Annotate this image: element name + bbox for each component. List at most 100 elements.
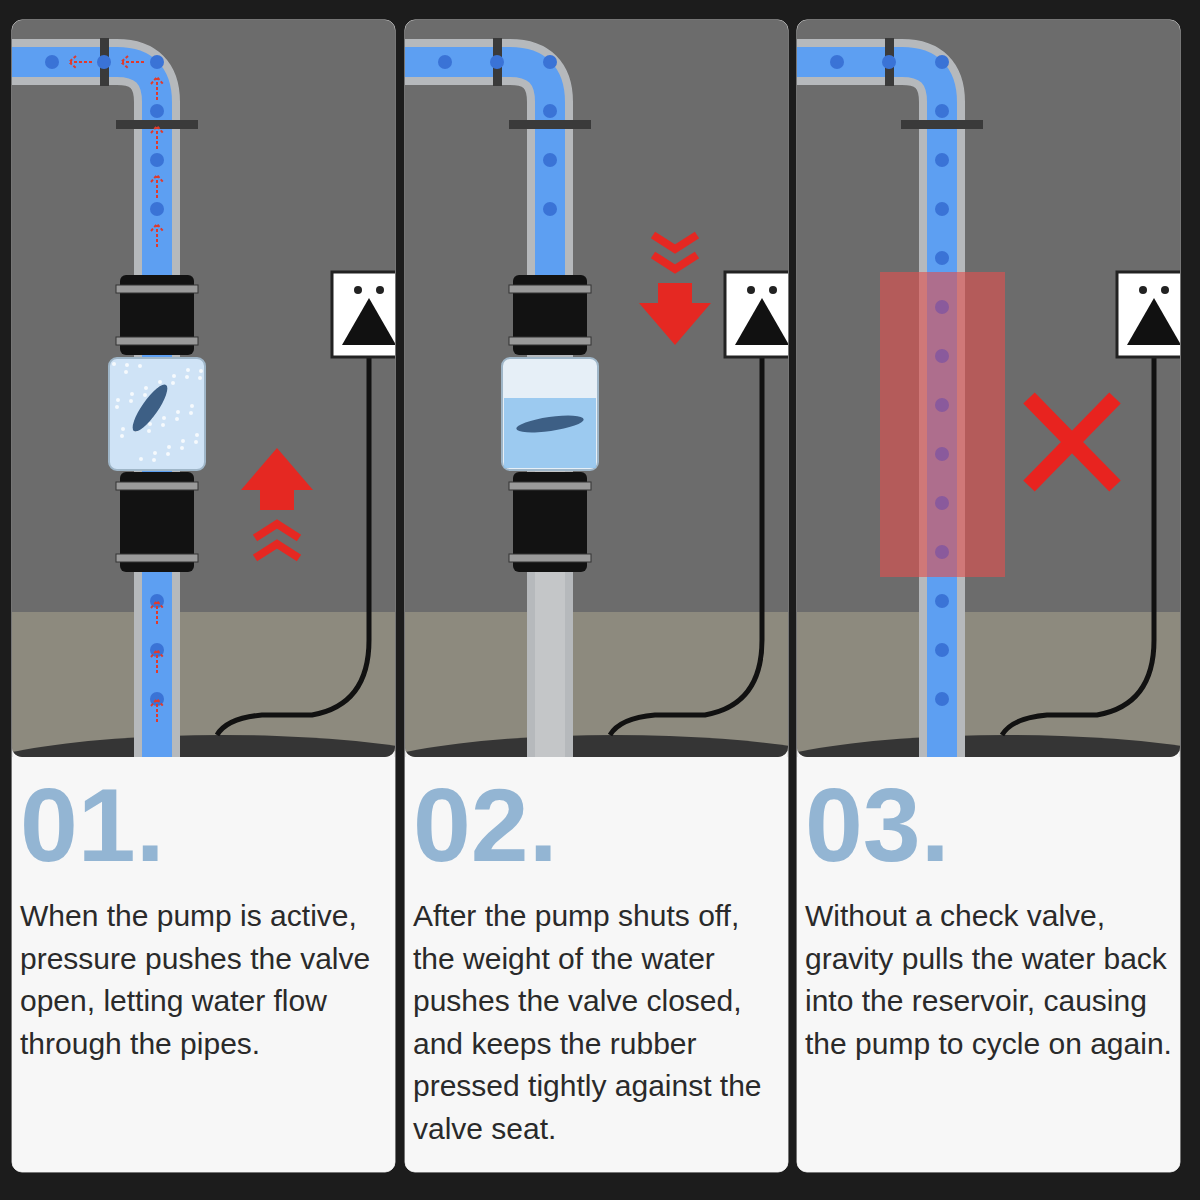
plug — [342, 298, 395, 345]
socket-hole — [747, 286, 755, 294]
pipe-clamp — [901, 120, 983, 129]
panel-card — [12, 20, 395, 1172]
bubble — [115, 405, 119, 409]
socket-hole — [1161, 286, 1169, 294]
bubble — [186, 368, 190, 372]
bubble — [199, 369, 203, 373]
water-dot — [543, 202, 557, 216]
sump-lid — [797, 735, 1180, 757]
wall-outlet — [332, 272, 395, 357]
bubble — [161, 423, 165, 427]
water-dot — [935, 251, 949, 265]
flow-arrow — [151, 601, 163, 624]
sump-lid — [12, 735, 395, 757]
red-arrow — [639, 283, 711, 345]
bubble — [162, 416, 166, 420]
bubble — [198, 376, 202, 380]
bubble — [171, 381, 175, 385]
plug — [1127, 298, 1180, 345]
step-description: When the pump is active, pressure pushes… — [20, 895, 387, 1065]
water-dot — [935, 153, 949, 167]
water-dot — [543, 55, 557, 69]
red-chevron — [255, 524, 299, 538]
panel — [727, 20, 1200, 1172]
water-dot — [882, 55, 896, 69]
plug — [735, 298, 788, 345]
bubble — [129, 399, 133, 403]
wall-outlet — [725, 272, 788, 357]
bubble — [172, 374, 176, 378]
step-panel: 03. Without a check valve, gravity pulls … — [797, 757, 1180, 1172]
bubble — [158, 380, 162, 384]
water-dot — [490, 55, 504, 69]
bubble — [195, 433, 199, 437]
water-dot — [150, 202, 164, 216]
hose-clamp — [116, 337, 198, 345]
socket-hole — [1139, 286, 1147, 294]
wall — [12, 20, 395, 757]
red-chevron — [653, 255, 697, 269]
bubble — [112, 362, 116, 366]
flow-arrow — [151, 650, 163, 673]
power-cord — [217, 340, 369, 735]
bubble — [124, 370, 128, 374]
bubble — [152, 458, 156, 462]
valve-flap — [515, 412, 584, 435]
hose-clamp — [509, 482, 591, 490]
panel-scene — [405, 20, 788, 757]
step-number: 03. — [805, 773, 1172, 877]
socket-hole — [769, 286, 777, 294]
bubble — [147, 429, 151, 433]
bubble — [139, 457, 143, 461]
red-cross — [1029, 398, 1115, 486]
flow-arrow — [151, 175, 163, 198]
power-cord — [1002, 340, 1154, 735]
bubble — [166, 452, 170, 456]
valve-flap — [127, 380, 172, 435]
red-arrow — [241, 448, 313, 510]
hose-clamp — [116, 482, 198, 490]
bubble — [153, 451, 157, 455]
flow-arrow — [69, 56, 92, 68]
flow-arrow — [151, 224, 163, 247]
bubble — [138, 364, 142, 368]
power-cord — [610, 340, 762, 735]
pipe-clamp — [509, 120, 591, 129]
step-panel: 02. After the pump shuts off, the weight … — [405, 757, 788, 1172]
step-number: 02. — [413, 773, 780, 877]
bubble — [130, 392, 134, 396]
flow-arrow — [151, 77, 163, 100]
bubble — [120, 434, 124, 438]
panel-scene — [12, 20, 395, 757]
water-dot — [935, 55, 949, 69]
water-dot — [935, 202, 949, 216]
bubble — [185, 375, 189, 379]
bubble — [116, 398, 120, 402]
water-dot — [150, 104, 164, 118]
bubble — [125, 363, 129, 367]
water-dot — [438, 55, 452, 69]
sump-lid — [405, 735, 788, 757]
step-description: Without a check valve, gravity pulls the… — [805, 895, 1172, 1065]
step-description: After the pump shuts off, the weight of … — [413, 895, 780, 1151]
bubble — [144, 386, 148, 390]
water-dot — [150, 153, 164, 167]
water — [405, 62, 550, 280]
water-dot — [97, 55, 111, 69]
water-dot — [830, 55, 844, 69]
flow-arrow — [151, 699, 163, 722]
red-chevron — [653, 235, 697, 249]
water-dot — [935, 398, 949, 412]
bubble — [180, 446, 184, 450]
water-dot — [935, 496, 949, 510]
water-dot — [543, 153, 557, 167]
step-panel: 01. When the pump is active, pressure pus… — [12, 757, 395, 1172]
step-number: 01. — [20, 773, 387, 877]
panel-card — [797, 20, 1180, 1172]
wall — [405, 20, 788, 757]
water-dot — [45, 55, 59, 69]
bubble — [143, 393, 147, 397]
water-dot — [935, 104, 949, 118]
hose-clamp — [509, 554, 591, 562]
